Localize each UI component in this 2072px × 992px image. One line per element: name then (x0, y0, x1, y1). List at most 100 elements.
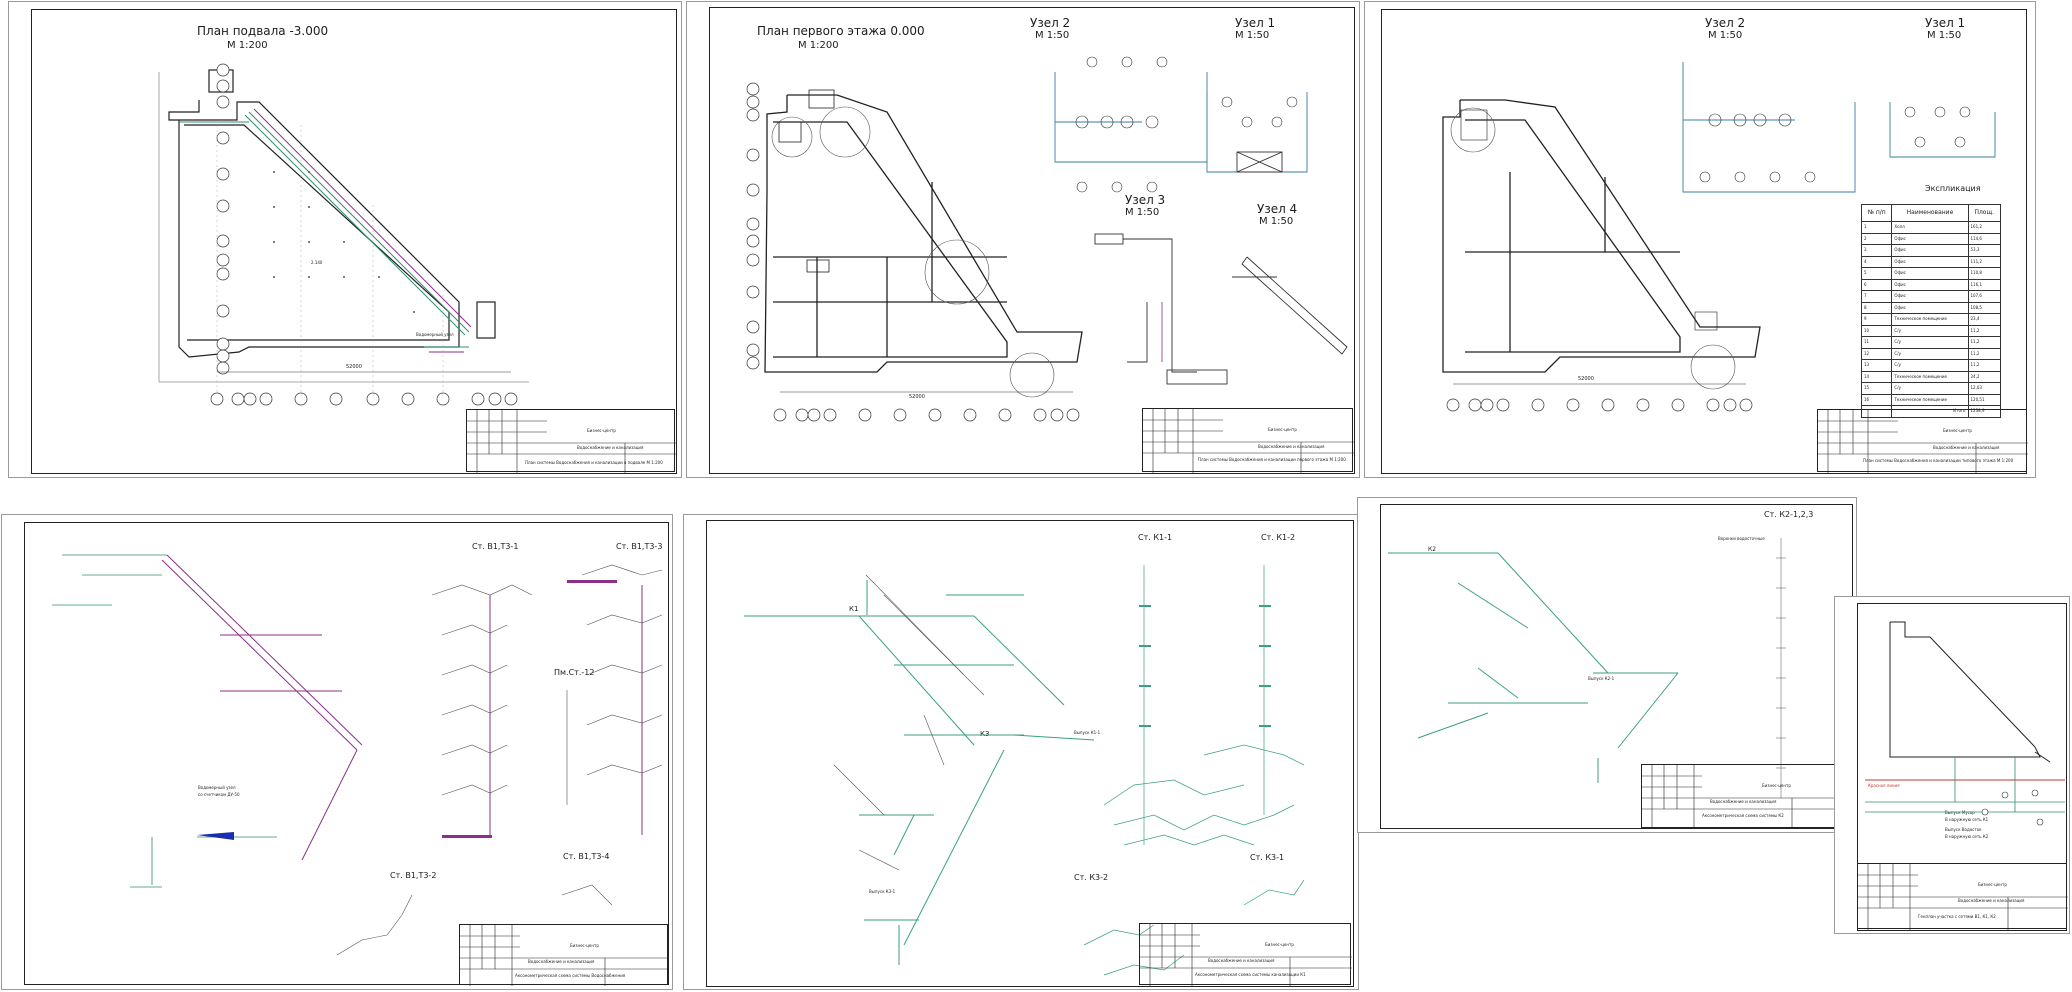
plan-title: План первого этажа 0.000 (757, 24, 925, 38)
table-cell: Техническое помещение (1891, 393, 1969, 406)
riser-title: Ст. В1,Т3-3 (616, 542, 663, 551)
sheet-frame (706, 520, 1354, 987)
table-cell: 11,2 (1967, 336, 2001, 349)
table-cell: 4 (1860, 255, 1893, 268)
note: 2.140 (311, 260, 323, 265)
table-cell: 11,2 (1967, 359, 2001, 372)
stamp-project: Водоснабжение и канализация (1958, 898, 2025, 903)
riser-title: Ст. К1-2 (1261, 533, 1296, 542)
typical-floor-drawing (1442, 62, 1996, 412)
outlet-label: Выпуск К1-1 (1074, 730, 1101, 735)
node-scale: М 1:50 (1235, 30, 1270, 41)
explication-title: Экспликация (1925, 184, 1981, 193)
table-cell: С/у (1891, 347, 1969, 360)
basement-drawing (158, 63, 529, 406)
column-header: Наименование (1891, 204, 1969, 222)
table-cell: 12,03 (1967, 382, 2001, 395)
total-value: 1238,9 (1967, 405, 2001, 418)
table-cell: 3 (1860, 244, 1893, 257)
stamp-org: Бизнес-центр (1268, 427, 1297, 432)
node-title: Узел 3 (1125, 193, 1166, 207)
line-label: К1 (849, 605, 859, 613)
riser-title: Ст. К3-2 (1074, 873, 1109, 882)
stamp-sheet: Аксонометрическая схема системы К2 (1702, 813, 1784, 818)
note: Водомерный узел (416, 332, 454, 337)
column-header: № п/п (1860, 204, 1893, 222)
stamp-project: Водоснабжение и канализация (1208, 958, 1275, 963)
table-cell: С/у (1891, 324, 1969, 337)
stamp-project: Водоснабжение и канализация (1258, 444, 1325, 449)
node-scale: М 1:50 (1035, 30, 1070, 41)
table-cell: С/у (1891, 359, 1969, 372)
riser-title: Пм.Ст.-12 (554, 668, 595, 677)
table-cell: 12 (1860, 347, 1893, 360)
table-cell: 24,2 (1967, 370, 2001, 383)
table-cell: Офис (1891, 255, 1969, 268)
sewer-k2-drawing (1388, 538, 1786, 798)
note: Водомерный узел (198, 785, 236, 790)
note: Красная линия (1868, 783, 1900, 788)
table-cell: 8 (1860, 301, 1893, 314)
table-cell: 108,5 (1967, 301, 2001, 314)
note: Воронки водосточные (1718, 536, 1765, 541)
table-cell: С/у (1891, 382, 1969, 395)
riser-title: Ст. К3-1 (1250, 853, 1285, 862)
riser-title: Ст. В1,Т3-1 (472, 542, 519, 551)
plan-scale: М 1:200 (798, 40, 839, 51)
table-cell: 2 (1860, 232, 1893, 245)
node-scale: М 1:50 (1927, 30, 1962, 41)
note: Выпуск Мусор (1945, 810, 1975, 815)
water-axon-drawing (52, 554, 663, 956)
node-title: Узел 2 (1705, 16, 1746, 30)
table-cell: Техническое помещение (1891, 313, 1969, 326)
note: со счетчиком ДУ-50 (198, 792, 240, 797)
dim-label: 52000 (346, 364, 362, 370)
node-title: Узел 4 (1257, 202, 1298, 216)
table-cell: 10 (1860, 324, 1893, 337)
riser-title: Ст. В1,Т3-4 (563, 852, 610, 861)
sheet-first-floor: План первого этажа 0.000 М 1:200 Узел 2 … (686, 1, 1360, 478)
stamp-org: Бизнес-центр (570, 943, 599, 948)
node-title: Узел 2 (1030, 16, 1071, 30)
table-cell: 14 (1860, 370, 1893, 383)
stamp-project: Водоснабжение и канализация (1710, 799, 1777, 804)
title-block: Бизнес-центр Водоснабжение и канализация… (1817, 409, 2028, 473)
note: В наружную сеть К2 (1945, 834, 1989, 839)
riser-title: Ст. К2-1,2,3 (1764, 510, 1814, 519)
table-cell: 15 (1860, 382, 1893, 395)
table-cell (1860, 405, 1893, 418)
table-cell: Офис (1891, 301, 1969, 314)
sheet-basement-plan: План подвала -3.000 М 1:200 (8, 1, 682, 478)
sheet-frame (1381, 9, 2027, 474)
title-block: Бизнес-центр Водоснабжение и канализация… (459, 924, 669, 986)
table-cell: 7 (1860, 290, 1893, 303)
stamp-project: Водоснабжение и канализация (528, 959, 595, 964)
stamp-org: Бизнес-центр (587, 428, 616, 433)
stamp-org: Бизнес-центр (1265, 942, 1294, 947)
sheet-typical-floor: Узел 2 М 1:50 Узел 1 М 1:50 (1364, 1, 2036, 478)
stamp-org: Бизнес-центр (1978, 882, 2007, 887)
table-cell: 23,4 (1967, 313, 2001, 326)
stamp-sheet: План системы Водоснабжения и канализации… (525, 460, 663, 465)
stamp-sheet: Генплан участка с сетями В1, К1, К2 (1918, 914, 1996, 919)
column-header: Площ. (1967, 204, 2001, 222)
stamp-org: Бизнес-центр (1943, 428, 1972, 433)
table-cell: 53,3 (1967, 244, 2001, 257)
sheet-frame (709, 7, 1355, 474)
stamp-sheet: План системы Водоснабжения и канализации… (1863, 458, 2014, 463)
table-cell: 6 (1860, 278, 1893, 291)
